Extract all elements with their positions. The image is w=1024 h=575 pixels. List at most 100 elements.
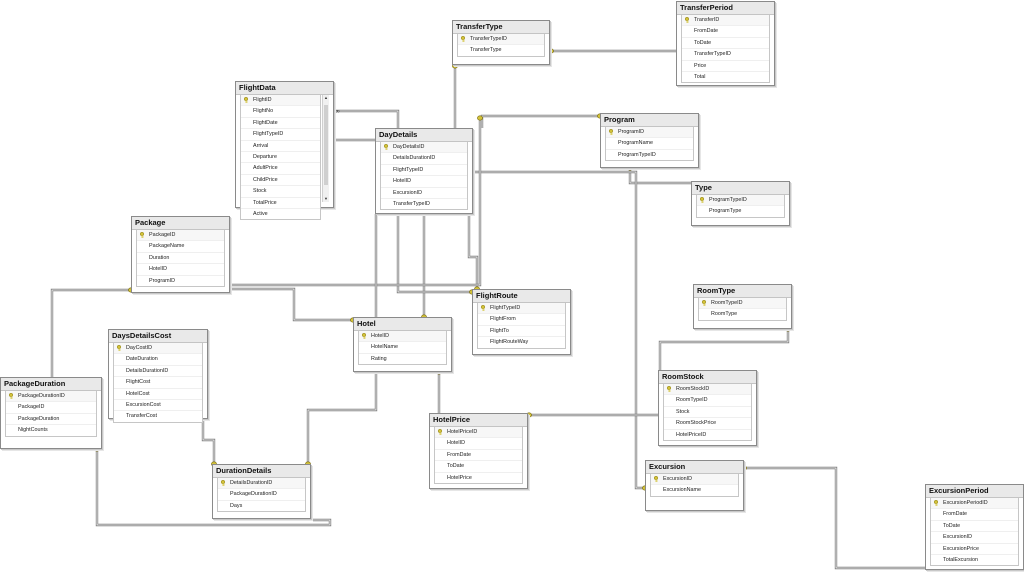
primary-key-column[interactable]: RoomTypeID xyxy=(699,298,786,310)
table-title[interactable]: Program xyxy=(601,114,698,127)
table-title[interactable]: PackageDuration xyxy=(1,378,101,391)
column-row[interactable]: ToDate xyxy=(931,521,1018,533)
column-row[interactable]: FlightNo xyxy=(241,106,320,118)
column-row[interactable]: DateDuration xyxy=(114,354,202,366)
primary-key-column[interactable]: FlightTypeID xyxy=(478,303,565,315)
column-row[interactable]: Rating xyxy=(359,354,446,364)
column-row[interactable]: DetailsDurationID xyxy=(381,153,467,165)
column-row[interactable]: Days xyxy=(218,501,305,511)
column-row[interactable]: PackageName xyxy=(137,241,224,253)
table-title[interactable]: Excursion xyxy=(646,461,743,474)
column-row[interactable]: ExcursionID xyxy=(381,188,467,199)
column-row[interactable]: Arrival xyxy=(241,141,320,152)
column-row[interactable]: TransferTypeID xyxy=(381,199,467,209)
column-row[interactable]: ExcursionCost xyxy=(114,400,202,412)
column-row[interactable]: FlightDate xyxy=(241,118,320,130)
primary-key-column[interactable]: HotelPriceID xyxy=(435,427,522,439)
column-row[interactable]: TransferCost xyxy=(114,411,202,421)
primary-key-column[interactable]: DayDetailsID xyxy=(381,142,467,154)
table-title[interactable]: DurationDetails xyxy=(213,465,310,478)
relationship-program-daydetails[interactable] xyxy=(480,114,600,128)
column-row[interactable]: ProgramName xyxy=(606,138,693,150)
table-title[interactable]: RoomType xyxy=(694,285,791,298)
primary-key-column[interactable]: ProgramID xyxy=(606,127,693,139)
column-row[interactable]: ToDate xyxy=(682,38,769,50)
column-row[interactable]: Departure xyxy=(241,152,320,164)
relationship-daydetails-durationdetails[interactable] xyxy=(307,214,377,464)
table-title[interactable]: FlightData xyxy=(236,82,333,95)
table-title[interactable]: TransferType xyxy=(453,21,549,34)
primary-key-column[interactable]: ProgramTypeID xyxy=(697,195,784,207)
primary-key-column[interactable]: DayCostID xyxy=(114,343,202,355)
primary-key-column[interactable]: ExcursionID xyxy=(651,474,738,486)
column-row[interactable]: FlightTo xyxy=(478,326,565,338)
column-row[interactable]: HotelID xyxy=(381,176,467,188)
column-row[interactable]: Stock xyxy=(241,186,320,198)
relationship-daydetails-excursion[interactable] xyxy=(473,171,645,489)
column-row[interactable]: Active xyxy=(241,209,320,219)
column-row[interactable]: ToDate xyxy=(435,461,522,473)
column-row[interactable]: ExcursionPrice xyxy=(931,544,1018,555)
column-row[interactable]: Total xyxy=(682,72,769,82)
column-row[interactable]: FlightFrom xyxy=(478,314,565,326)
relationship-package-hotel[interactable] xyxy=(230,287,353,322)
column-row[interactable]: ProgramTypeID xyxy=(606,150,693,160)
relationship-daydetails-flightroute[interactable] xyxy=(467,214,479,289)
primary-key-column[interactable]: FlightID xyxy=(241,95,320,107)
column-row[interactable]: FromDate xyxy=(931,509,1018,521)
column-row[interactable]: FlightTypeID xyxy=(241,129,320,141)
column-row[interactable]: TotalExcursion xyxy=(931,555,1018,565)
relationship-daydetails-flightroute[interactable] xyxy=(468,214,478,289)
primary-key-column[interactable]: HotelID xyxy=(359,331,446,343)
table-title[interactable]: DaysDetailsCost xyxy=(109,330,207,343)
primary-key-column[interactable]: ExcursionPeriodID xyxy=(931,498,1018,510)
column-row[interactable]: PackageID xyxy=(6,402,96,414)
relationship-package-hotel[interactable] xyxy=(230,288,353,321)
relationship-flightdata-flightroute[interactable] xyxy=(334,139,472,293)
table-title[interactable]: FlightRoute xyxy=(473,290,570,303)
column-row[interactable]: DetailsDurationID xyxy=(114,366,202,378)
relationship-package-program[interactable] xyxy=(230,118,481,286)
column-row[interactable]: ExcursionName xyxy=(651,485,738,495)
column-row[interactable]: FromDate xyxy=(435,450,522,462)
column-row[interactable]: RoomType xyxy=(699,309,786,319)
relationship-roomstock-roomtype[interactable] xyxy=(659,329,789,370)
primary-key-column[interactable]: TransferTypeID xyxy=(458,34,544,46)
column-row[interactable]: ProgramType xyxy=(697,206,784,216)
relationship-daysdetailscost-durationdetails[interactable] xyxy=(201,419,216,464)
column-row[interactable]: Duration xyxy=(137,253,224,265)
column-row[interactable]: AdultPrice xyxy=(241,163,320,175)
column-row[interactable]: FlightCost xyxy=(114,377,202,389)
column-row[interactable]: ProgramID xyxy=(137,276,224,286)
column-row[interactable]: FlightRouteWay xyxy=(478,337,565,347)
primary-key-column[interactable]: PackageID xyxy=(137,230,224,242)
table-title[interactable]: Hotel xyxy=(354,318,451,331)
relationship-excursionperiod-excursion[interactable] xyxy=(744,467,925,569)
column-row[interactable]: HotelPriceID xyxy=(664,430,751,440)
column-row[interactable]: RoomTypeID xyxy=(664,395,751,407)
column-row[interactable]: Stock xyxy=(664,407,751,419)
column-row[interactable]: TransferType xyxy=(458,45,544,55)
relationship-daysdetailscost-durationdetails[interactable] xyxy=(202,419,215,464)
relationship-type-program[interactable] xyxy=(629,168,691,184)
table-title[interactable]: ExcursionPeriod xyxy=(926,485,1023,498)
relationship-roomstock-roomtype[interactable] xyxy=(658,329,790,370)
relationship-daydetails-flightdata[interactable] xyxy=(334,110,399,128)
column-row[interactable]: PackageDurationID xyxy=(218,489,305,501)
column-row[interactable]: NightCounts xyxy=(6,425,96,435)
relationship-packageduration-package[interactable] xyxy=(51,289,131,377)
relationship-excursionperiod-excursion[interactable] xyxy=(744,466,925,570)
